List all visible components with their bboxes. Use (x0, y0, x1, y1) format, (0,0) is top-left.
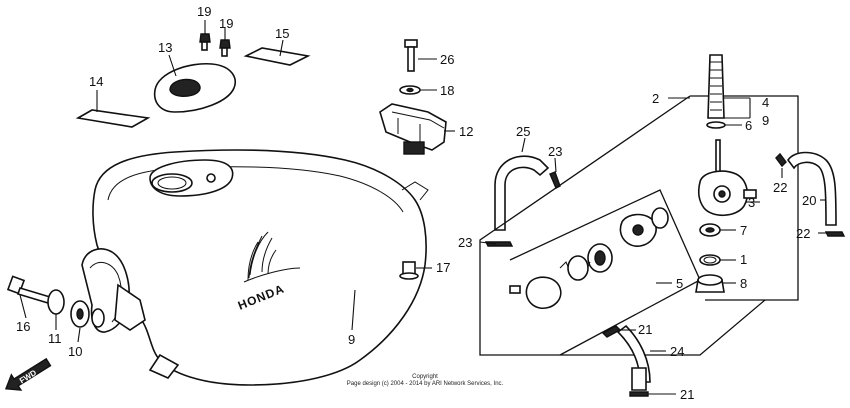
callout-4: 4 (762, 95, 769, 110)
callout-20: 20 (802, 193, 816, 208)
callout-10: 10 (68, 344, 82, 359)
callout-19: 19 (197, 4, 211, 19)
hose-20 (775, 151, 846, 237)
decal-15 (243, 47, 311, 66)
callout-26: 26 (440, 52, 454, 67)
callout-24: 24 (670, 344, 684, 359)
callout-21: 21 (680, 387, 694, 402)
petcock-internals-5 (509, 207, 669, 310)
bracket-assembly (379, 39, 447, 155)
callout-2: 2 (652, 91, 659, 106)
decal-14 (75, 109, 151, 128)
callout-12: 12 (459, 124, 473, 139)
callout-11: 11 (48, 331, 62, 346)
callout-18: 18 (440, 83, 454, 98)
callout-22: 22 (796, 226, 810, 241)
copyright-notice: Copyright Page design (c) 2004 - 2014 by… (347, 374, 504, 387)
callout-8: 8 (740, 276, 747, 291)
hose-24 (601, 324, 651, 397)
leader-lines (19, 20, 828, 395)
petcock-frame (479, 95, 799, 356)
petcock-body-3 (698, 139, 757, 217)
copyright-line-1: Copyright (412, 374, 438, 380)
callout-16: 16 (16, 319, 30, 334)
fuel-tank: HONDA (81, 149, 429, 386)
grommet-17 (399, 261, 419, 280)
copyright-line-2: Page design (c) 2004 - 2014 by ARI Netwo… (347, 381, 504, 387)
hose-25 (484, 155, 561, 247)
callout-23: 23 (458, 235, 472, 250)
forward-arrow: FWD (4, 357, 52, 391)
callout-6: 6 (745, 118, 752, 133)
callout-23: 23 (548, 144, 562, 159)
mount-hardware (6, 275, 105, 328)
callout-5: 5 (676, 276, 683, 291)
callout-21: 21 (638, 322, 652, 337)
strainer-pipe-2 (706, 54, 726, 129)
callout-17: 17 (436, 260, 450, 275)
callout-14: 14 (89, 74, 103, 89)
callout-13: 13 (158, 40, 172, 55)
screws-19 (199, 33, 231, 57)
callout-15: 15 (275, 26, 289, 41)
callout-25: 25 (516, 124, 530, 139)
callout-3: 3 (748, 195, 755, 210)
callout-9: 9 (348, 332, 355, 347)
callout-22: 22 (773, 180, 787, 195)
cover-13 (153, 62, 236, 113)
callout-labels: 19 19 13 15 14 26 18 12 25 23 23 17 16 1… (16, 4, 816, 402)
callout-7: 7 (740, 223, 747, 238)
callout-1: 1 (740, 252, 747, 267)
petcock-small-parts (695, 223, 725, 293)
callout-19: 19 (219, 16, 233, 31)
callout-9: 9 (762, 113, 769, 128)
